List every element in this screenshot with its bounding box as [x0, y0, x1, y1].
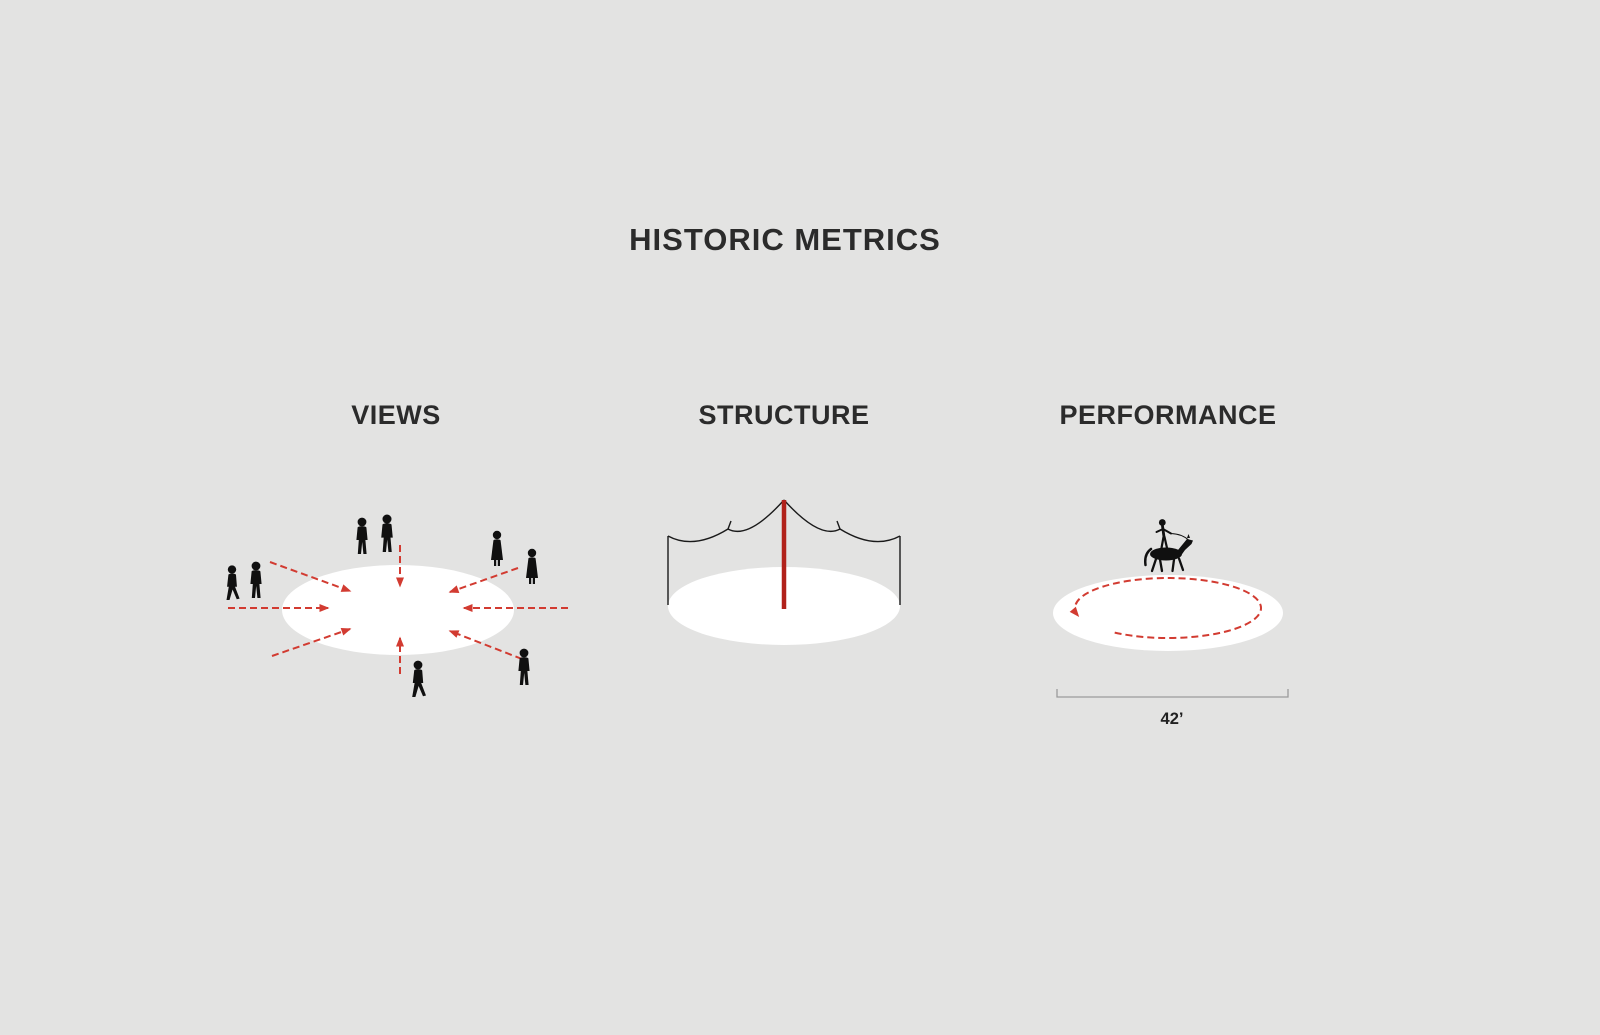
performance-diagram: 42’	[1053, 519, 1289, 728]
sightline-arrows	[228, 545, 568, 674]
view-arrow-upper-right	[448, 567, 519, 593]
view-arrow-lower-left	[271, 628, 352, 657]
rider-arm	[1155, 528, 1164, 533]
rider-arm	[1162, 528, 1172, 535]
performance-ring	[1053, 575, 1283, 651]
horse-rider-icon	[1144, 519, 1193, 573]
person-icon	[491, 530, 503, 566]
person-icon	[226, 565, 240, 600]
horse-tail	[1144, 547, 1153, 567]
horse-leg	[1171, 558, 1176, 573]
tent-tip	[727, 520, 732, 530]
page-title: HISTORIC METRICS	[629, 222, 941, 257]
horse-leg	[1150, 557, 1158, 573]
tent-curve	[839, 528, 901, 543]
dimension-line: 42’	[1056, 689, 1289, 728]
structure-diagram	[667, 499, 901, 645]
rider-legs	[1160, 535, 1169, 550]
dimension-bracket	[1056, 689, 1289, 698]
rein-line	[1170, 533, 1189, 541]
horse-head	[1178, 539, 1193, 557]
rider-head	[1158, 519, 1166, 526]
person-icon	[250, 561, 262, 598]
tent-curve	[727, 499, 785, 533]
tent-icon	[667, 499, 901, 605]
rotation-arrow-icon	[1069, 577, 1262, 640]
person-icon	[381, 514, 393, 552]
rider-torso	[1161, 524, 1166, 539]
tent-curve	[783, 499, 841, 533]
tent-tip	[836, 520, 841, 530]
person-icon	[526, 548, 538, 584]
dimension-label: 42’	[1161, 710, 1184, 728]
panel-label-views: VIEWS	[351, 400, 441, 430]
horse-leg	[1158, 558, 1164, 573]
person-icon	[412, 660, 426, 697]
panel-label-performance: PERFORMANCE	[1059, 400, 1277, 430]
horse-leg	[1177, 557, 1185, 572]
panel-label-structure: STRUCTURE	[698, 400, 870, 430]
person-icon	[518, 648, 530, 685]
view-arrow-upper-left	[269, 561, 352, 592]
horse-ear	[1187, 534, 1190, 538]
view-arrow-lower-right	[448, 630, 523, 660]
views-diagram	[226, 514, 568, 697]
tent-curve	[667, 528, 729, 543]
person-icon	[356, 517, 368, 554]
horse-body	[1150, 547, 1182, 561]
